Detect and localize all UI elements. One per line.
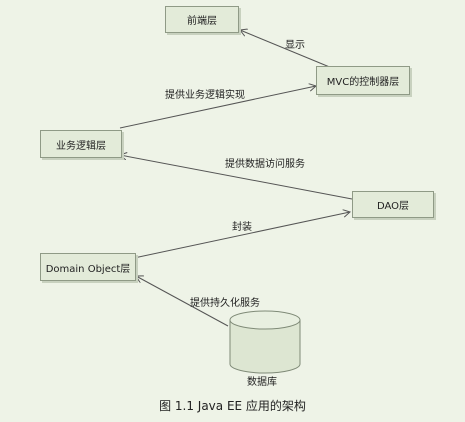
node-business: 业务逻辑层 (40, 130, 122, 158)
edge-business-to-mvc (119, 86, 316, 129)
node-frontend: 前端层 (165, 6, 239, 33)
database-cylinder (229, 310, 301, 374)
edge-label-persistence: 提供持久化服务 (190, 298, 260, 309)
edge-dao-to-business (120, 155, 353, 200)
node-dao: DAO层 (352, 191, 434, 218)
edge-database-to-domain (136, 276, 229, 327)
edge-label-business-impl: 提供业务逻辑实现 (165, 90, 245, 101)
edge-mvc-to-frontend (240, 30, 333, 69)
node-frontend-label: 前端层 (187, 16, 217, 27)
node-mvc-label: MVC的控制器层 (326, 77, 400, 88)
edge-label-data-access: 提供数据访问服务 (225, 159, 305, 170)
node-domain-label: Domain Object层 (45, 263, 131, 275)
node-domain: Domain Object层 (40, 253, 136, 281)
node-mvc: MVC的控制器层 (316, 66, 410, 95)
figure-caption: 图 1.1 Java EE 应用的架构 (159, 399, 306, 413)
edge-domain-to-dao (133, 212, 350, 259)
node-business-label: 业务逻辑层 (56, 140, 106, 152)
edge-label-display: 显示 (285, 40, 305, 51)
node-database-label: 数据库 (247, 377, 277, 388)
node-dao-label: DAO层 (376, 201, 410, 212)
edge-label-encapsulate: 封装 (232, 222, 252, 233)
